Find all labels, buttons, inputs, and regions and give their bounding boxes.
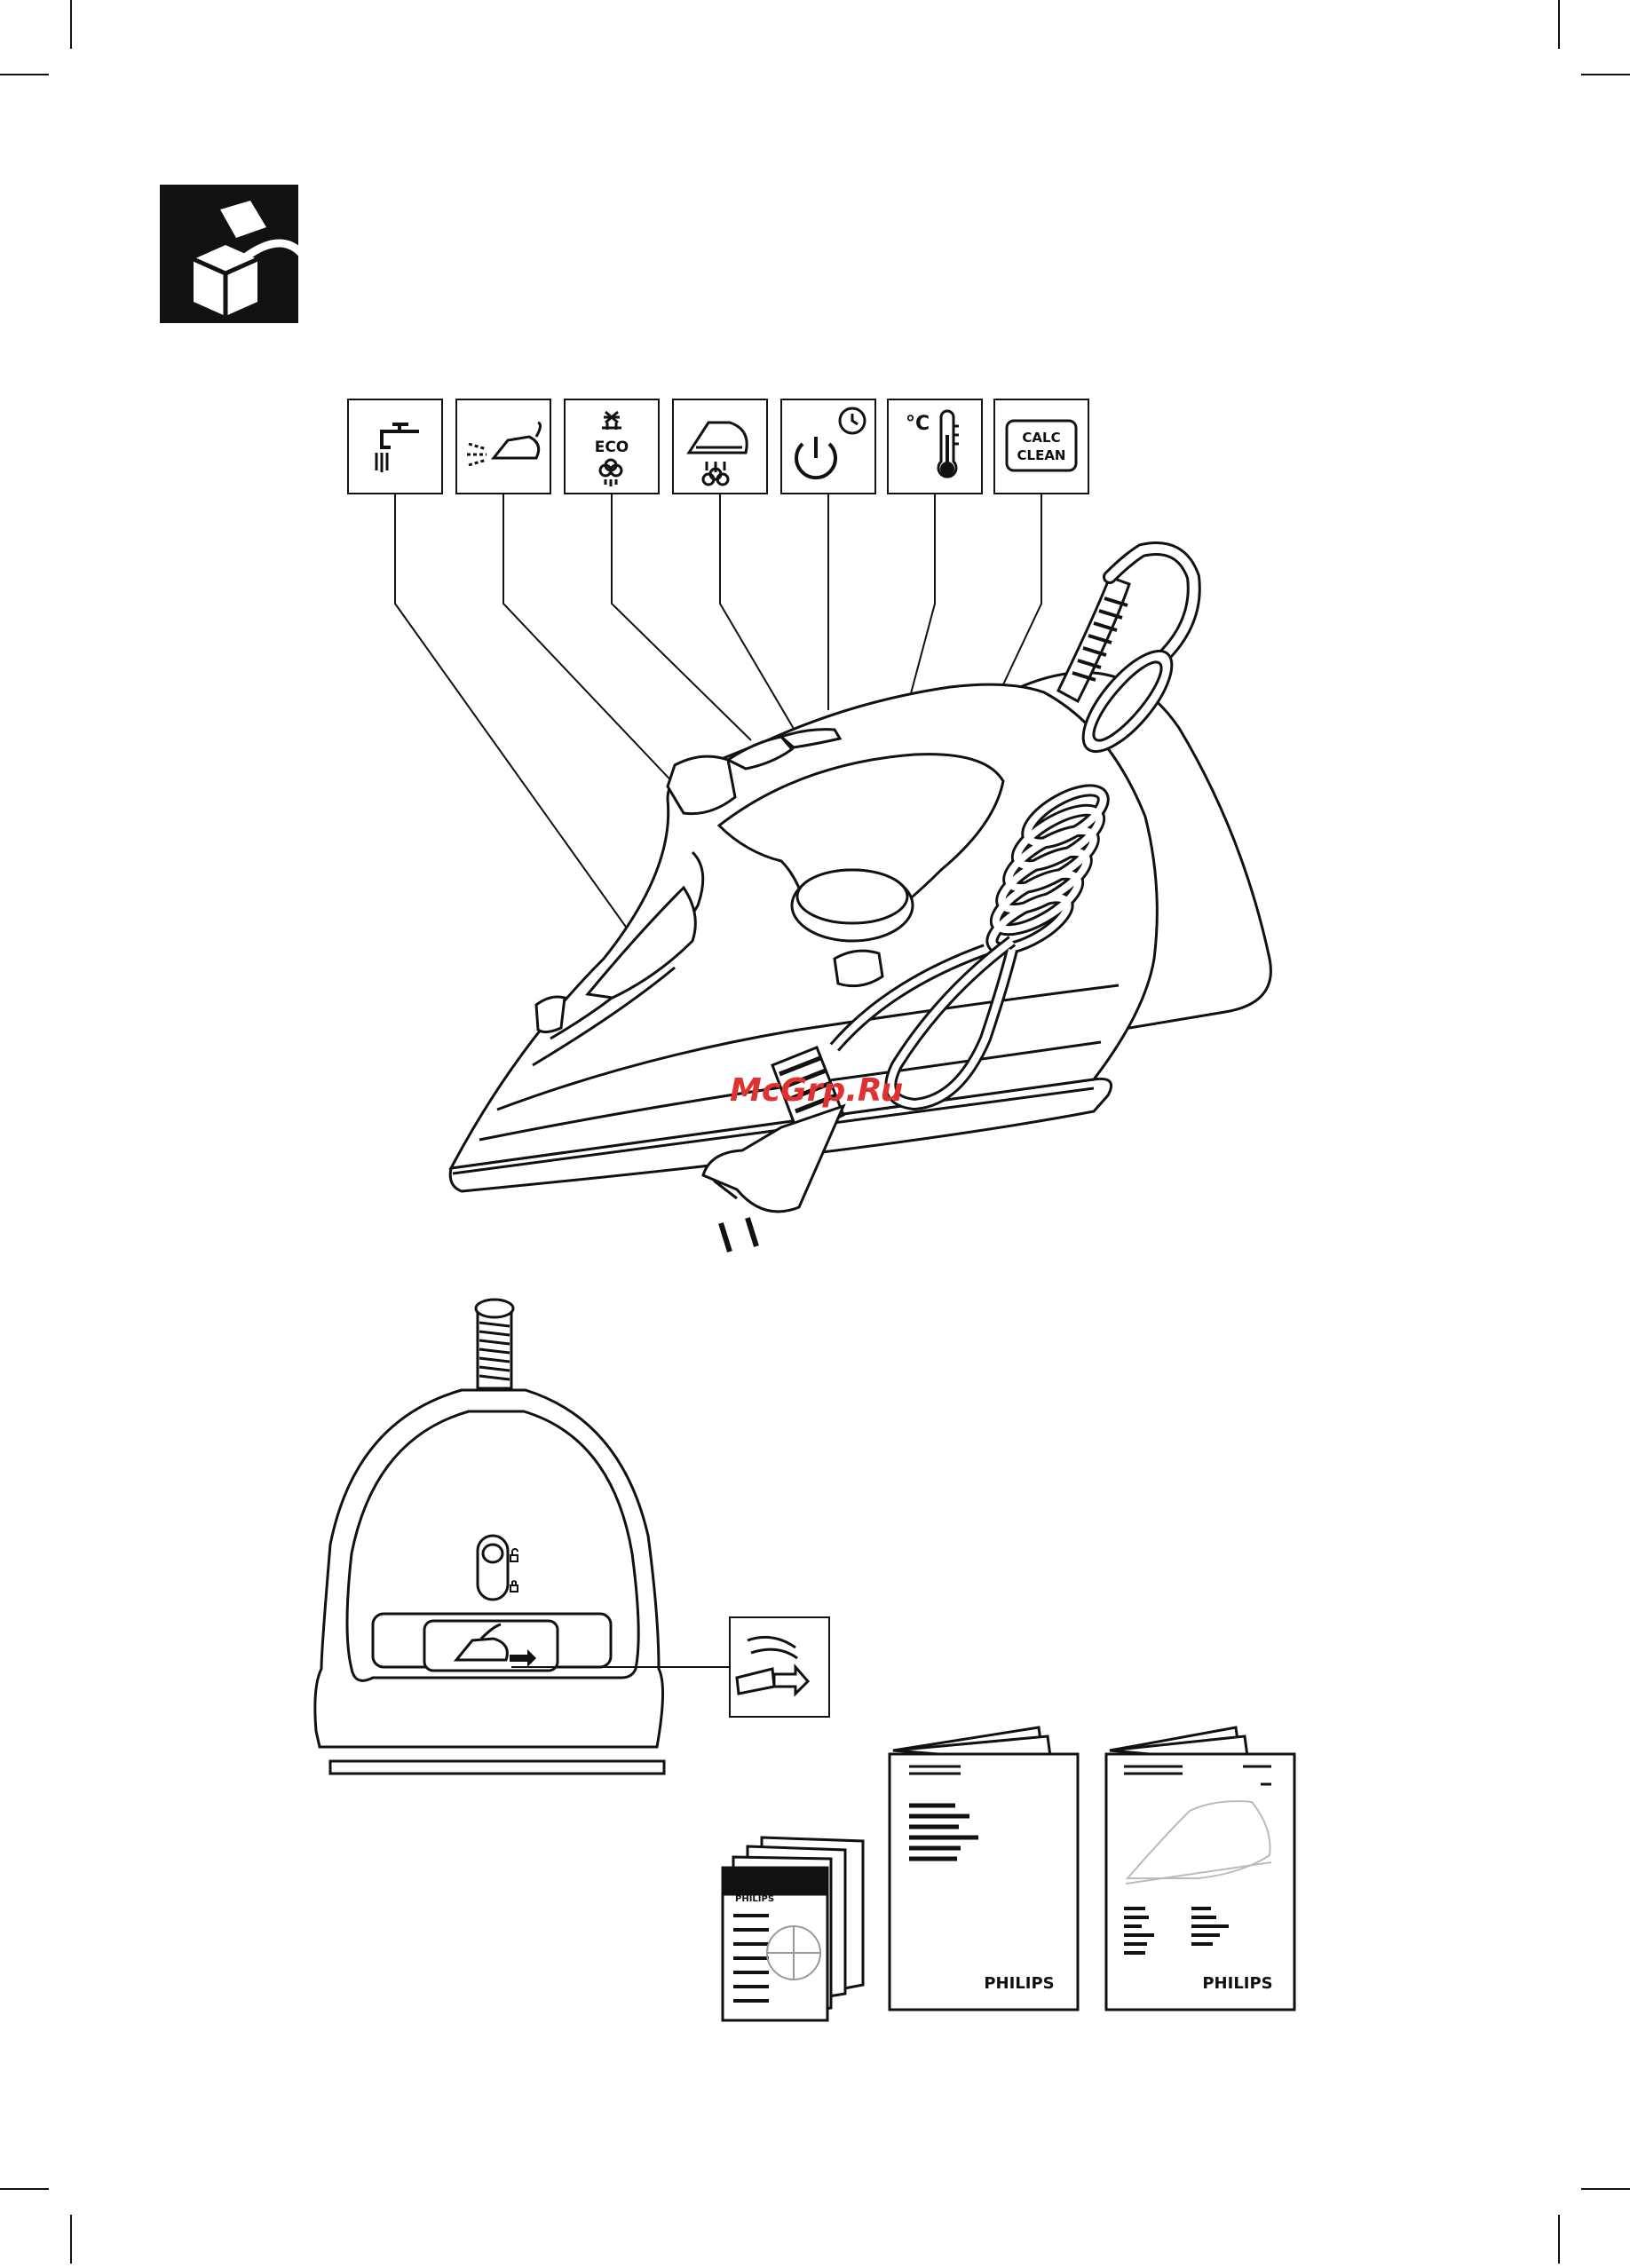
- unpack-box-icon: [160, 185, 323, 323]
- small-booklet-brand: PHILIPS: [735, 1894, 774, 1904]
- clean-label: CLEAN: [1017, 447, 1066, 463]
- steam-iron-illustration: [450, 673, 1270, 1192]
- manual-1-brand: PHILIPS: [984, 1974, 1054, 1993]
- celsius-label: °C: [906, 413, 930, 435]
- user-manual-1: PHILIPS: [890, 1727, 1078, 2010]
- user-manual-2: PHILIPS: [1106, 1727, 1294, 2010]
- calc-label: CALC: [1022, 430, 1060, 446]
- eco-label: ECO: [595, 439, 629, 456]
- manual-2-brand: PHILIPS: [1202, 1974, 1272, 1993]
- watermark-text: McGrp.Ru: [730, 1072, 903, 1109]
- calc-clean-icon: CALC CLEAN: [1007, 421, 1076, 470]
- iron-stand-illustration: [315, 1300, 664, 1774]
- small-booklet: PHILIPS: [723, 1837, 863, 2020]
